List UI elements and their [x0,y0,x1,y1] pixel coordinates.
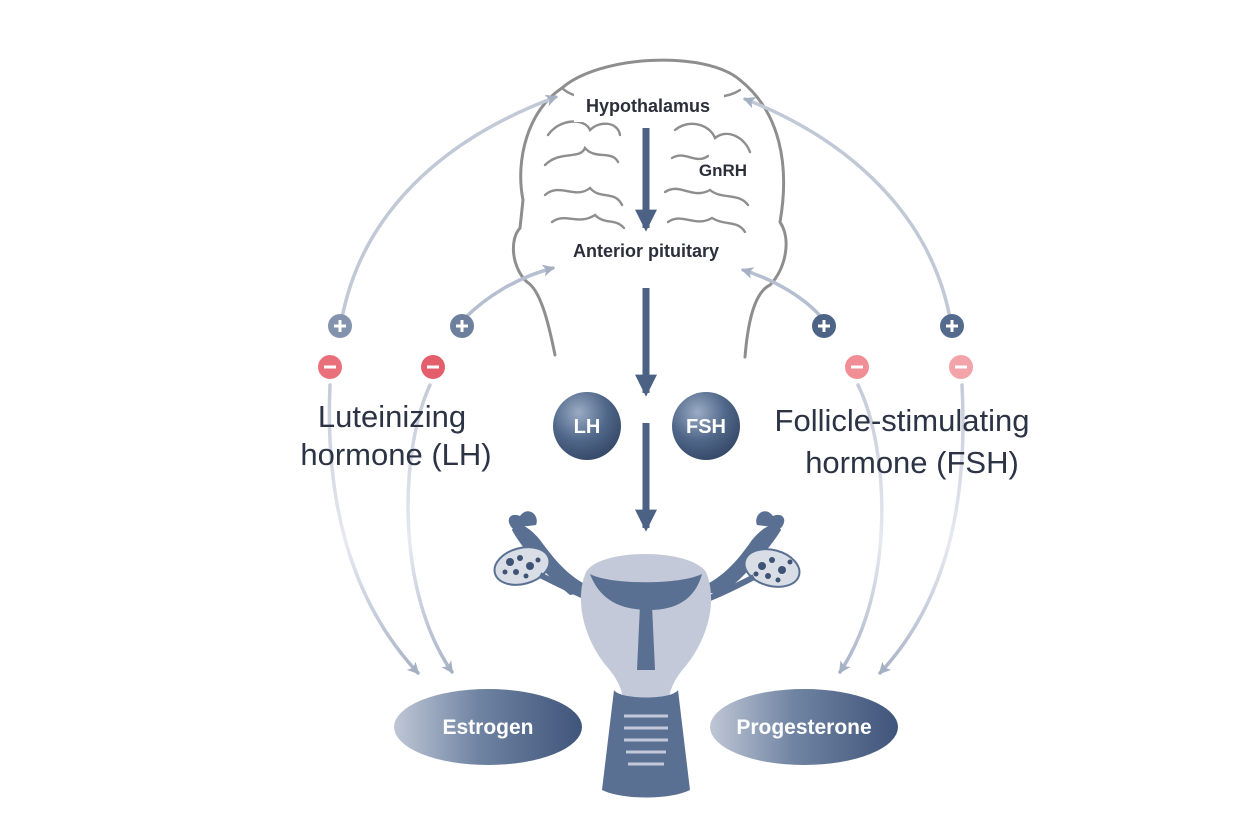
right-ovary [743,548,801,588]
left-fallopian-tube [512,524,598,595]
feedback-arrows [327,94,965,675]
progesterone-oval: Progesterone [710,689,898,765]
minus-badge [421,355,445,379]
hypothalamus-label: Hypothalamus [586,96,710,116]
estrogen-oval: Estrogen [394,689,582,765]
uterus-illustration [493,511,801,798]
lh-circle: LH [553,392,621,460]
regulation-badges [318,314,973,379]
lh-title-line1: Luteinizing [318,399,466,434]
plus-badge [940,314,964,338]
outer-right-up-arrow [743,97,952,320]
text-labels: Hypothalamus GnRH Anterior pituitary Lut… [300,90,1029,480]
minus-badge [318,355,342,379]
progesterone-label: Progesterone [736,716,871,739]
inner-left-up-arrow [463,264,555,320]
head-outline [511,58,788,359]
fsh-title-line1: Follicle-stimulating [775,403,1030,438]
plus-badge [812,314,836,338]
fsh-circle: FSH [672,392,740,460]
fsh-title-line2: hormone (FSH) [805,445,1019,480]
minus-badge [949,355,973,379]
plus-badge [450,314,474,338]
gnrh-label: GnRH [699,161,747,180]
fsh-circle-label: FSH [686,416,726,438]
estrogen-label: Estrogen [442,716,533,739]
lh-title-line2: hormone (LH) [300,437,491,472]
cervix [602,690,690,798]
inner-right-up-arrow [741,267,824,320]
inner-right-down-arrow [838,383,884,674]
minus-badge [845,355,869,379]
inner-left-down-arrow [406,383,454,674]
outer-left-down-arrow [327,383,420,675]
outer-right-down-arrow [878,383,965,675]
left-ovary [493,546,551,586]
anterior-pituitary-label: Anterior pituitary [573,241,719,261]
plus-badge [328,314,352,338]
right-fallopian-tube [694,524,781,595]
outer-left-up-arrow [340,94,558,320]
lh-circle-label: LH [574,416,601,438]
